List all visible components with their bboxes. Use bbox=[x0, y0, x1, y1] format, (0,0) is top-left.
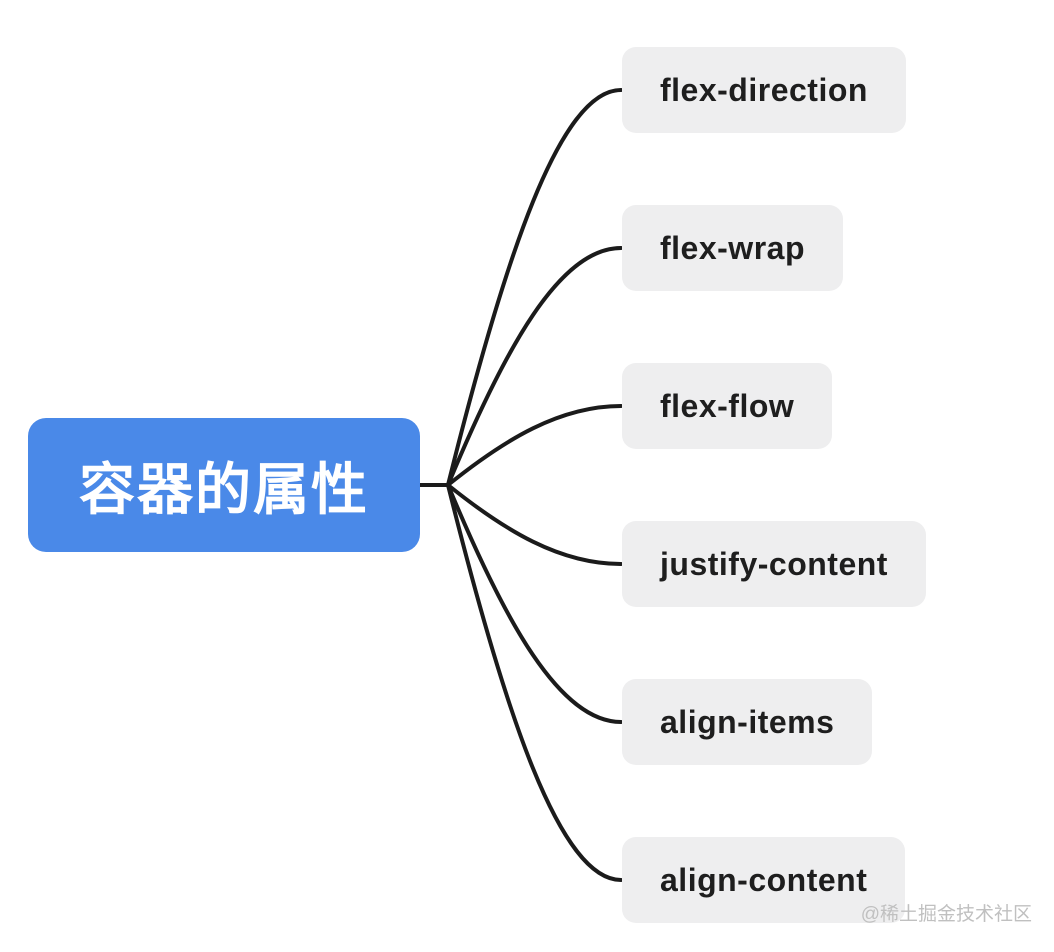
mindmap-node-label: justify-content bbox=[660, 545, 888, 582]
mindmap-node-label: align-items bbox=[660, 703, 835, 740]
mindmap-node-label: flex-flow bbox=[660, 387, 795, 424]
mindmap-node-justify-content[interactable]: justify-content bbox=[622, 521, 926, 607]
mindmap-node-label: align-content bbox=[660, 861, 868, 898]
mindmap-node-label: flex-direction bbox=[660, 71, 868, 108]
mindmap-node-align-content[interactable]: align-content bbox=[622, 837, 906, 923]
root-node[interactable]: 容器的属性 bbox=[28, 418, 420, 552]
watermark: @稀土掘金技术社区 bbox=[860, 904, 1032, 925]
mindmap-node-align-items[interactable]: align-items bbox=[622, 679, 873, 765]
mindmap-node-flex-flow[interactable]: flex-flow bbox=[622, 363, 833, 449]
mindmap-node-flex-direction[interactable]: flex-direction bbox=[622, 47, 906, 133]
root-node-label: 容器的属性 bbox=[79, 457, 369, 521]
mindmap-node-flex-wrap[interactable]: flex-wrap bbox=[622, 205, 843, 291]
mindmap-node-label: flex-wrap bbox=[660, 229, 805, 266]
